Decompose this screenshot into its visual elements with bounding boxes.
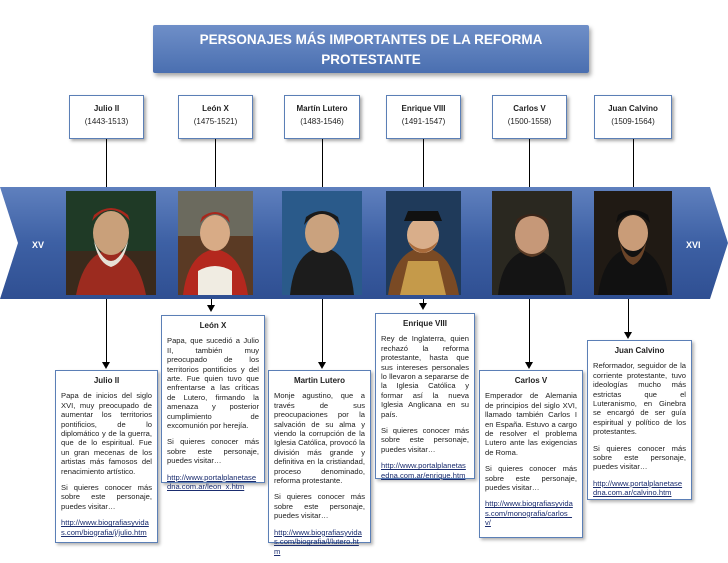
portrait-julio-ii	[66, 191, 156, 295]
connector-line	[106, 139, 107, 187]
desc-box-carlos-v: Carlos V Emperador de Alemania de princi…	[479, 370, 583, 538]
page-title: PERSONAJES MÁS IMPORTANTES DE LA REFORMA…	[153, 25, 589, 73]
era-end-label: XVI	[686, 240, 701, 250]
arrow-head	[207, 305, 215, 312]
desc-text: Papa, que sucedió a Julio II, también mu…	[167, 336, 259, 431]
person-name: Juan Calvino	[608, 104, 658, 113]
desc-text: Papa de inicios del siglo XVI, muy preoc…	[61, 391, 152, 476]
namebox-julio-ii: Julio II (1443-1513)	[69, 95, 144, 139]
desc-more: Si quieres conocer más sobre este person…	[167, 437, 259, 466]
desc-more: Si quieres conocer más sobre este person…	[274, 492, 365, 521]
desc-more: Si quieres conocer más sobre este person…	[593, 443, 686, 472]
namebox-leon-x: León X (1475-1521)	[178, 95, 253, 139]
desc-link[interactable]: http://www.portalplanetasedna.com.ar/enr…	[381, 461, 466, 480]
namebox-carlos-v: Carlos V (1500-1558)	[492, 95, 567, 139]
desc-link[interactable]: http://www.portalplanetasedna.com.ar/cal…	[593, 478, 683, 498]
arrow-line	[106, 299, 107, 364]
desc-link[interactable]: http://www.biografiasyvidas.com/biografi…	[274, 527, 362, 556]
desc-link[interactable]: http://www.biografiasyvidas.com/biografi…	[61, 518, 149, 537]
desc-title: Martin Lutero	[293, 376, 346, 385]
desc-title: Enrique VIII	[402, 319, 447, 328]
desc-text: Emperador de Alemania de principios del …	[485, 391, 577, 457]
person-years: (1509-1564)	[611, 117, 655, 126]
desc-title: Juan Calvino	[614, 346, 665, 355]
era-start-label: XV	[32, 240, 45, 250]
desc-more: Si quieres conocer más sobre este person…	[61, 483, 152, 511]
desc-box-martin-lutero: Martin Lutero Monje agustino, que a trav…	[268, 370, 371, 556]
desc-title: Julio II	[93, 376, 120, 385]
namebox-juan-calvino: Juan Calvino (1509-1564)	[594, 95, 672, 139]
desc-box-leon-x: León X Papa, que sucedió a Julio II, tam…	[161, 315, 265, 491]
arrow-head	[318, 362, 326, 369]
desc-box-julio-ii: Julio II Papa de inicios del siglo XVI, …	[55, 370, 158, 543]
person-years: (1483-1546)	[300, 117, 344, 126]
desc-text: Rey de Inglaterra, quien rechazó la refo…	[381, 334, 469, 419]
connector-line	[633, 139, 634, 187]
namebox-martin-lutero: Martín Lutero (1483-1546)	[284, 95, 360, 139]
arrow-line	[322, 299, 323, 364]
desc-more: Si quieres conocer más sobre este person…	[485, 464, 577, 493]
arrow-line	[423, 299, 424, 305]
portrait-carlos-v	[492, 191, 572, 295]
connector-line	[215, 139, 216, 187]
person-years: (1443-1513)	[84, 117, 129, 126]
desc-more: Si quieres conocer más sobre este person…	[381, 426, 469, 454]
arrow-head	[102, 362, 110, 369]
title-line-2: PROTESTANTE	[321, 52, 421, 67]
portrait-juan-calvino	[594, 191, 672, 295]
desc-box-juan-calvino: Juan Calvino Reformador, seguidor de la …	[587, 340, 692, 500]
person-years: (1475-1521)	[193, 117, 238, 126]
title-line-1: PERSONAJES MÁS IMPORTANTES DE LA REFORMA	[199, 32, 543, 47]
connector-line	[423, 139, 424, 187]
namebox-enrique-viii: Enrique VIII (1491-1547)	[386, 95, 461, 139]
arrow-head	[624, 332, 632, 339]
person-name: Julio II	[93, 104, 120, 113]
portrait-leon-x	[178, 191, 253, 295]
desc-link[interactable]: http://www.biografiasyvidas.com/monograf…	[485, 499, 573, 528]
person-name: León X	[202, 104, 229, 113]
desc-title: León X	[199, 321, 227, 330]
arrow-head	[525, 362, 533, 369]
arrow-line	[211, 299, 212, 307]
connector-line	[322, 139, 323, 187]
arrow-line	[628, 299, 629, 334]
arrow-head	[419, 303, 427, 310]
desc-link[interactable]: http://www.portalplanetasedna.com.ar/leo…	[167, 472, 257, 492]
connector-line	[529, 139, 530, 187]
desc-text: Reformador, seguidor de la corriente pro…	[593, 361, 686, 437]
person-name: Enrique VIII	[401, 104, 446, 113]
person-name: Martín Lutero	[296, 104, 348, 113]
desc-box-enrique-viii: Enrique VIII Rey de Inglaterra, quien re…	[375, 313, 475, 480]
desc-title: Carlos V	[514, 376, 548, 385]
person-years: (1491-1547)	[401, 117, 446, 126]
desc-text: Monje agustino, que a través de sus preo…	[274, 391, 365, 486]
person-years: (1500-1558)	[507, 117, 552, 126]
person-name: Carlos V	[513, 104, 546, 113]
arrow-line	[529, 299, 530, 364]
portrait-martin-lutero	[282, 191, 362, 295]
portrait-enrique-viii	[386, 191, 461, 295]
